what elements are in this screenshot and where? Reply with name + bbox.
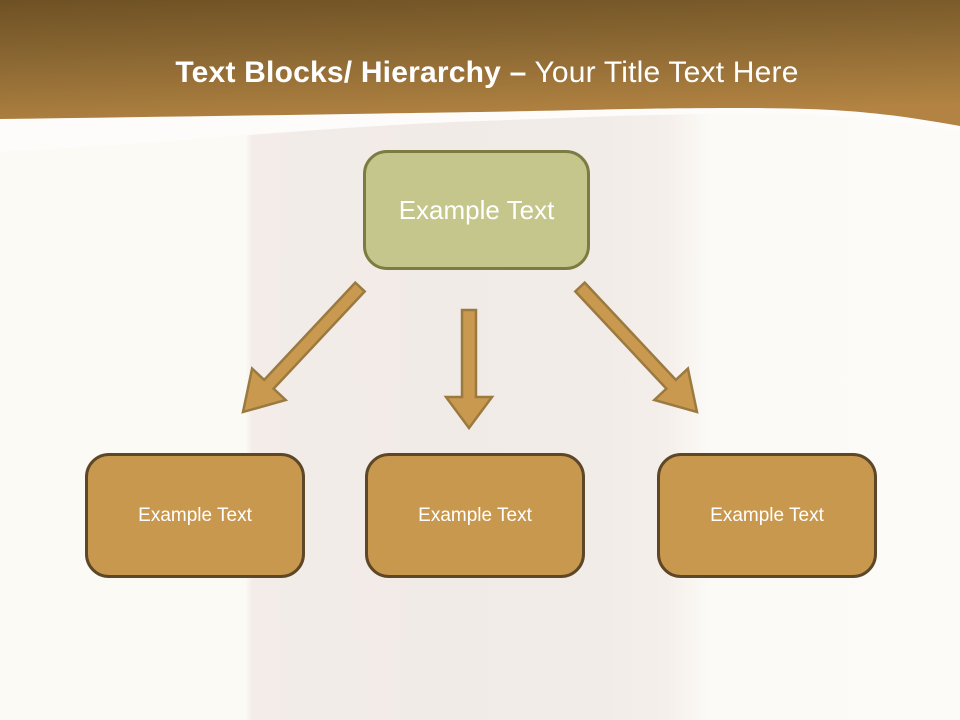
slide-title: Text Blocks/ Hierarchy –Your Title Text … <box>0 56 960 90</box>
hierarchy-root-label: Example Text <box>398 194 555 225</box>
hierarchy-child-label-3: Example Text <box>710 504 824 526</box>
hierarchy-root-box: Example Text <box>363 150 590 270</box>
hierarchy-child-box-2: Example Text <box>365 453 585 578</box>
hierarchy-child-label-1: Example Text <box>138 504 252 526</box>
brown-banner-shape <box>0 0 960 126</box>
arrow-down-left-icon <box>241 280 367 414</box>
slide-title-bold: Text Blocks/ Hierarchy – <box>175 56 527 89</box>
slide-title-regular: Your Title Text Here <box>534 56 799 89</box>
hierarchy-child-box-3: Example Text <box>657 453 877 578</box>
hierarchy-child-box-1: Example Text <box>85 453 305 578</box>
arrow-down-icon <box>443 308 495 431</box>
header-wave-graphic <box>0 0 960 152</box>
header-banner: Text Blocks/ Hierarchy –Your Title Text … <box>0 0 960 170</box>
hierarchy-child-label-2: Example Text <box>418 504 532 526</box>
arrow-down-right-icon <box>573 280 699 414</box>
